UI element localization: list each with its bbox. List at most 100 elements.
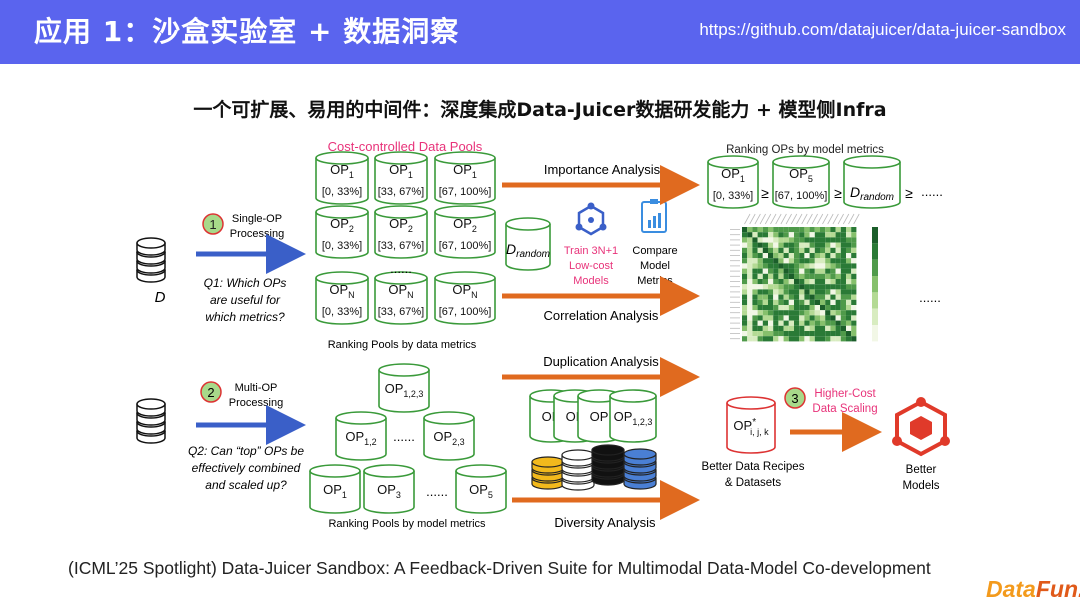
heatmap-cell [835, 325, 841, 331]
heatmap-cell [851, 258, 857, 264]
heatmap-cell [830, 279, 836, 285]
heatmap-cell [851, 253, 857, 259]
heatmap-cell [788, 325, 794, 331]
heatmap-cell [778, 325, 784, 331]
heatmap-col-tick [816, 213, 824, 225]
heatmap-cell [747, 305, 753, 311]
heatmap-cell [825, 279, 831, 285]
heatmap-cell [851, 247, 857, 253]
heatmap-cell [804, 273, 810, 279]
heatmap-cell [830, 289, 836, 295]
combo-op-cylinder: OP1 [309, 464, 361, 514]
heatmap-cell [830, 237, 836, 243]
step-1-circle [202, 213, 224, 235]
heatmap-cell [788, 237, 794, 243]
op-label: OP2 [330, 216, 354, 234]
heatmap-colorbar-segment [872, 243, 878, 260]
heatmap-cell [840, 310, 846, 316]
heatmap-cell [783, 305, 789, 311]
heatmap-cell [809, 242, 815, 248]
heatmap-cell [773, 284, 779, 290]
heatmap-cell [742, 284, 748, 290]
heatmap-cell [757, 294, 763, 300]
heatmap-cell [788, 310, 794, 316]
heatmap-cell [814, 263, 820, 269]
heatmap-cell [851, 232, 857, 238]
heatmap-cell [840, 273, 846, 279]
heatmap-cell [820, 336, 826, 342]
heatmap-cell [830, 253, 836, 259]
heatmap-cell [814, 227, 820, 233]
heatmap-cell [804, 315, 810, 321]
data-pool-cylinder: OP1[67, 100%] [434, 151, 496, 205]
heatmap-cell [773, 273, 779, 279]
data-pool-cylinder: OP2[67, 100%] [434, 205, 496, 259]
heatmap-cell [809, 279, 815, 285]
best-op-cylinder: OP*i, j, k [726, 396, 776, 454]
heatmap-cell [742, 247, 748, 253]
heatmap-cell [762, 268, 768, 274]
heatmap-cell [851, 331, 857, 337]
heatmap-cell [788, 242, 794, 248]
heatmap-cell [747, 247, 753, 253]
heatmap-cell [762, 253, 768, 259]
heatmap-cell [830, 268, 836, 274]
heatmap-cell [788, 247, 794, 253]
heatmap-cell [830, 315, 836, 321]
heatmap-col-tick [848, 213, 855, 225]
heatmap-cell [799, 305, 805, 311]
op-label: OP1,2,3 [614, 409, 653, 427]
heatmap-cell [846, 336, 852, 342]
heatmap-cell [814, 268, 820, 274]
heatmap-cell [768, 227, 774, 233]
heatmap-cell [840, 289, 846, 295]
heatmap-cell [814, 289, 820, 295]
heatmap-cell [804, 232, 810, 238]
heatmap-cell [799, 247, 805, 253]
heatmap-cell [788, 331, 794, 337]
repo-url[interactable]: https://github.com/datajuicer/data-juice… [699, 20, 1066, 39]
heatmap-cell [778, 268, 784, 274]
clipboard-chart-icon [641, 199, 667, 233]
data-pool-cylinder: OPN[33, 67%] [374, 271, 428, 325]
heatmap-cell [820, 331, 826, 337]
heatmap-cell [804, 242, 810, 248]
heatmap-cell [783, 258, 789, 264]
heatmap-cell [830, 284, 836, 290]
heatmap-cell [799, 232, 805, 238]
correlation-analysis-label: Correlation Analysis [544, 308, 659, 323]
heatmap-cell [809, 258, 815, 264]
ranking-pools-data-label: Ranking Pools by data metrics [328, 339, 477, 351]
heatmap-cell [747, 284, 753, 290]
op-label: OP1 [389, 162, 413, 180]
heatmap-cell [778, 331, 784, 337]
heatmap-cell [799, 284, 805, 290]
heatmap-cell [809, 310, 815, 316]
heatmap-cell [809, 305, 815, 311]
heatmap-col-tick [764, 213, 772, 225]
heatmap-cell [788, 315, 794, 321]
heatmap-cell [768, 258, 774, 264]
heatmap-cell [820, 305, 826, 311]
d-random-sub: random [516, 249, 550, 260]
heatmap-cell [820, 273, 826, 279]
heatmap-cell [742, 273, 748, 279]
heatmap-cell [820, 299, 826, 305]
heatmap-cell [804, 253, 810, 259]
heatmap-cell [840, 315, 846, 321]
heatmap-cell [835, 227, 841, 233]
geq-3: ≥ [905, 185, 913, 201]
heatmap-cell [773, 336, 779, 342]
heatmap-cell [820, 237, 826, 243]
heatmap-col-tick [775, 213, 782, 225]
heatmap-cell [851, 268, 857, 274]
ranked-ellipsis: ...... [921, 184, 943, 199]
heatmap-cell [778, 315, 784, 321]
heatmap-cell [742, 315, 748, 321]
heatmap-cell [809, 320, 815, 326]
geq-1: ≥ [761, 185, 769, 201]
step-3-label: Higher-Cost [814, 388, 876, 400]
heatmap-colorbar-segment [872, 325, 878, 342]
d-random-label: Drandom [506, 241, 550, 260]
heatmap-cell [762, 294, 768, 300]
